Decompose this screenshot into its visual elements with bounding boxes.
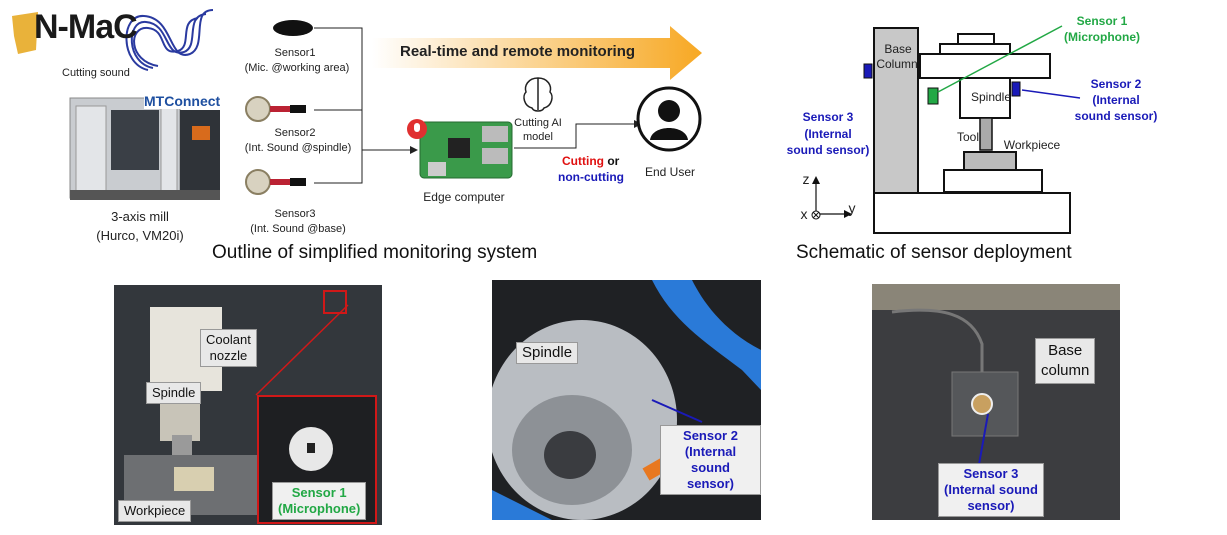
photo1-sensor-line1: Sensor 1 — [291, 485, 347, 500]
sensor3-label-line1: Sensor3 — [274, 208, 316, 220]
schematic-tool-label: Tool — [956, 130, 979, 144]
photo2-sensor-label: Sensor 2 (Internal sound sensor) — [660, 425, 761, 495]
end-user-icon — [636, 86, 702, 152]
brain-icon — [520, 74, 556, 114]
sensor-schematic — [760, 10, 1220, 240]
microphone-sensor-icon — [272, 18, 314, 38]
cnc-mill-image — [66, 86, 226, 204]
photo1-coolant-label: Coolant nozzle — [200, 329, 257, 367]
sensor1-label-line2: (Mic. @working area) — [244, 62, 350, 74]
schematic-sensor1-marker — [927, 87, 939, 105]
sensor3-label-line2: (Int. Sound @base) — [250, 223, 346, 235]
realtime-monitoring-arrow: Real-time and remote monitoring — [372, 26, 702, 80]
schematic-sensor3-line3: sound sensor) — [786, 143, 870, 157]
sensor2-label-line2: (Int. Sound @spindle) — [244, 142, 352, 154]
schematic-sensor2-line1: Sensor 2 — [1090, 77, 1142, 91]
schematic-workpiece-label: Workpiece — [1003, 138, 1061, 152]
photo1-sensor-label: Sensor 1 (Microphone) — [272, 482, 367, 520]
schematic-sensor1-line1: Sensor 1 — [1076, 14, 1128, 28]
schematic-sensor1-line2: (Microphone) — [1064, 30, 1140, 44]
sensor2-label-line1: Sensor2 — [274, 127, 316, 139]
output-connector-line — [514, 120, 642, 149]
non-cutting-word: non-cutting — [558, 170, 624, 184]
contact-sensor-icon-2 — [244, 95, 324, 123]
photo3-base-line2: column — [1041, 362, 1090, 379]
contact-sensor-icon-3 — [244, 168, 324, 196]
axis-x-label: x — [800, 206, 808, 222]
photo2-sensor-line3: sound sensor) — [687, 460, 734, 491]
schematic-base-column — [873, 27, 919, 194]
photo3-base-label: Base column — [1035, 338, 1096, 384]
ai-model-label-line2: model — [523, 131, 553, 143]
cutting-word: Cutting — [562, 154, 604, 168]
photo2-sensor-line1: Sensor 2 — [683, 428, 738, 443]
microphone-record-icon — [406, 118, 428, 140]
photo3-sensor-line2: (Internal sound — [944, 482, 1038, 497]
photo1-sensor-line2: (Microphone) — [278, 501, 361, 516]
edge-computer-label: Edge computer — [423, 190, 505, 204]
outline-caption: Outline of simplified monitoring system — [212, 242, 538, 263]
axis-y-label: y — [848, 200, 856, 216]
photo2-spindle-label: Spindle — [516, 342, 579, 364]
cutting-sound-label: Cutting sound — [62, 67, 130, 79]
sensor-connector-lines — [314, 27, 418, 184]
nmac-logo: N-MaC — [8, 6, 214, 72]
photo1-coolant-line1: Coolant — [206, 332, 251, 347]
photo3-base-line1: Base — [1048, 342, 1083, 359]
schematic-spindle-label: Spindle — [970, 90, 1012, 104]
logo-graphic — [12, 9, 214, 71]
mill-label-line2: (Hurco, VM20i) — [96, 228, 184, 243]
ai-model-label-line1: Cutting AI — [514, 117, 562, 129]
photo-working-area: Coolant nozzle Spindle Workpiece Sensor … — [114, 285, 382, 525]
photo3-sensor-line1: Sensor 3 — [963, 466, 1019, 481]
sensor1-label-line1: Sensor1 — [274, 47, 316, 59]
photo1-spindle-label: Spindle — [146, 382, 202, 404]
photo-base-column-sensor: Base column Sensor 3 (Internal sound sen… — [872, 284, 1120, 520]
schematic-sensor3-marker — [863, 63, 873, 79]
photo-spindle-sensor: Spindle Sensor 2 (Internal sound sensor) — [492, 280, 761, 520]
schematic-base-label-line2: Column — [876, 57, 918, 71]
schematic-base-label-line1: Base — [884, 42, 912, 56]
schematic-sensor2-line2: (Internal — [1092, 93, 1140, 107]
schematic-sensor2-marker — [1011, 81, 1021, 97]
photo3-sensor-label: Sensor 3 (Internal sound sensor) — [938, 463, 1044, 517]
photo1-workpiece-label: Workpiece — [118, 500, 192, 522]
schematic-caption: Schematic of sensor deployment — [796, 242, 1072, 263]
mill-label-line1: 3-axis mill — [111, 209, 169, 224]
mtconnect-logo: MTConnect — [144, 93, 221, 109]
or-word: or — [607, 154, 620, 168]
schematic-sensor3-line1: Sensor 3 — [802, 110, 854, 124]
arrow-label: Real-time and remote monitoring — [400, 43, 636, 60]
edge-computer-board — [418, 118, 514, 182]
schematic-sensor2-line3: sound sensor) — [1074, 109, 1158, 123]
axis-z-label: z — [802, 171, 810, 187]
end-user-label: End User — [644, 165, 696, 179]
schematic-sensor3-line2: (Internal — [804, 127, 852, 141]
photo1-coolant-line2: nozzle — [209, 348, 248, 363]
logo-text: N-MaC — [34, 8, 138, 46]
photo2-sensor-line2: (Internal — [684, 444, 737, 459]
cutting-result-line1: Cutting or — [562, 154, 619, 168]
photo3-sensor-line3: sensor) — [967, 498, 1015, 513]
